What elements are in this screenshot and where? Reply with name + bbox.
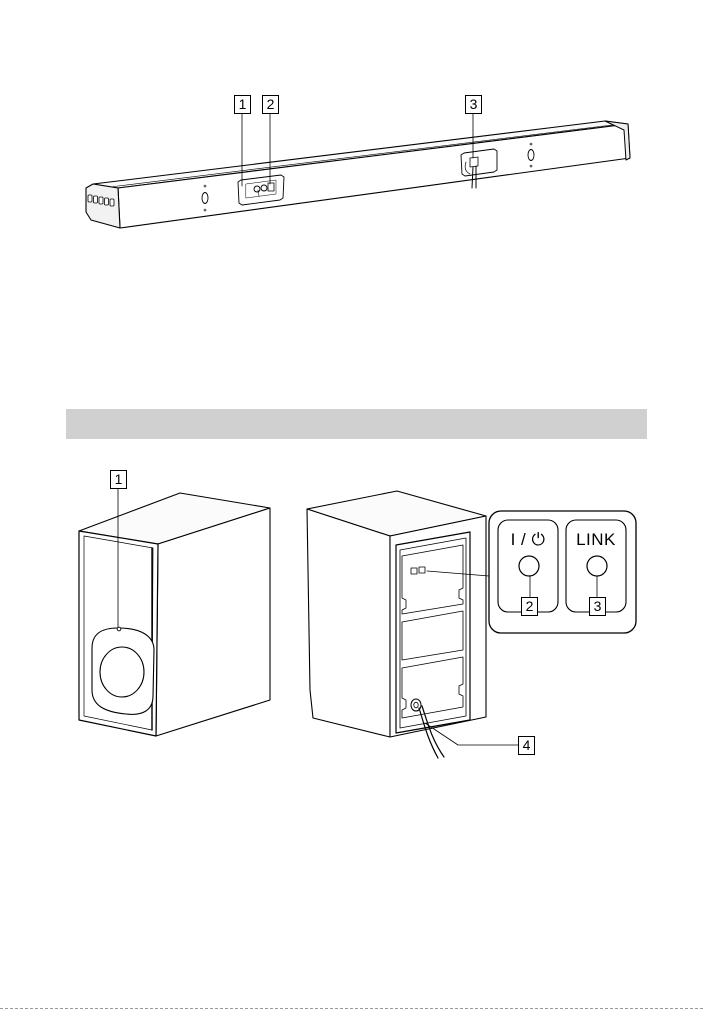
sound-bar-drawing [86,113,630,228]
page-bottom-rule [0,1008,703,1009]
callout-sub-3: 3 [589,597,606,616]
callout-bar-2: 2 [262,95,279,114]
link-button-label: LINK [566,530,626,550]
power-button-label: I / ⏻ [498,530,558,550]
callout-sub-1: 1 [110,470,127,489]
callout-bar-3: 3 [465,95,482,114]
subwoofer-back-drawing [307,491,518,758]
subwoofer-front-drawing [79,488,270,736]
callout-bar-1: 1 [234,95,251,114]
callout-sub-4: 4 [518,736,535,755]
callout-sub-2: 2 [521,597,538,616]
